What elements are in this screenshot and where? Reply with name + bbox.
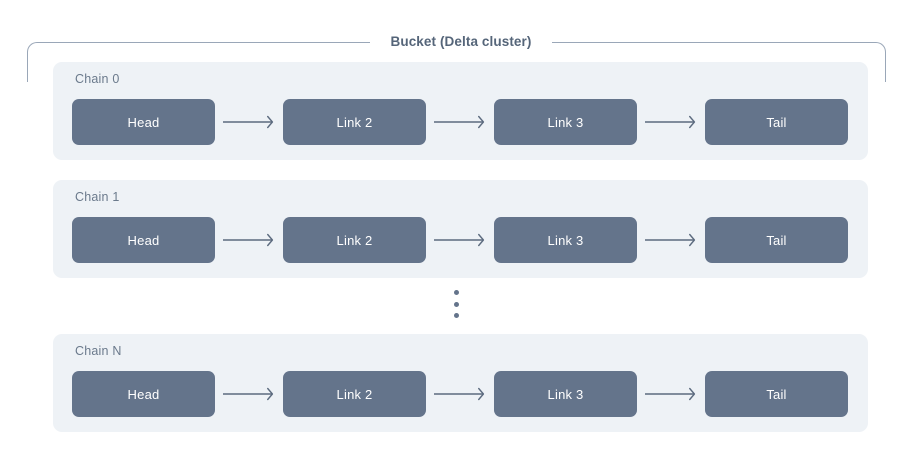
chain-node-sequence: Head Link 2 Link 3 T: [72, 99, 848, 145]
chain-node-head[interactable]: Head: [72, 371, 215, 417]
chain-row: Chain 0 Head Link 2 Link 3: [53, 62, 868, 160]
arrow-icon: [645, 115, 697, 129]
chain-node-link-2[interactable]: Link 2: [283, 99, 426, 145]
arrow-icon: [434, 387, 486, 401]
chain-node-tail[interactable]: Tail: [705, 217, 848, 263]
arrow-icon: [223, 387, 275, 401]
chain-node-link-3[interactable]: Link 3: [494, 99, 637, 145]
chain-node-sequence: Head Link 2 Link 3 T: [72, 371, 848, 417]
chain-label: Chain 1: [75, 190, 120, 204]
chain-node-link-2[interactable]: Link 2: [283, 217, 426, 263]
arrow-icon: [223, 115, 275, 129]
chain-node-sequence: Head Link 2 Link 3 T: [72, 217, 848, 263]
chain-label: Chain N: [75, 344, 122, 358]
chain-row: Chain N Head Link 2 Link 3: [53, 334, 868, 432]
bucket-legend-mask: [370, 34, 552, 52]
arrow-icon: [434, 115, 486, 129]
vertical-ellipsis-icon: [449, 290, 463, 318]
arrow-icon: [645, 387, 697, 401]
arrow-icon: [645, 233, 697, 247]
chain-node-tail[interactable]: Tail: [705, 371, 848, 417]
ellipsis-dot: [453, 301, 459, 307]
ellipsis-dot: [453, 313, 459, 318]
chain-row: Chain 1 Head Link 2 Link 3: [53, 180, 868, 278]
bucket-legend-title: Bucket (Delta cluster): [390, 34, 532, 49]
chain-node-link-2[interactable]: Link 2: [283, 371, 426, 417]
chain-label: Chain 0: [75, 72, 120, 86]
arrow-icon: [223, 233, 275, 247]
chain-node-link-3[interactable]: Link 3: [494, 371, 637, 417]
chain-node-link-3[interactable]: Link 3: [494, 217, 637, 263]
ellipsis-dot: [453, 290, 459, 295]
chain-node-head[interactable]: Head: [72, 217, 215, 263]
chain-node-tail[interactable]: Tail: [705, 99, 848, 145]
arrow-icon: [434, 233, 486, 247]
chain-node-head[interactable]: Head: [72, 99, 215, 145]
